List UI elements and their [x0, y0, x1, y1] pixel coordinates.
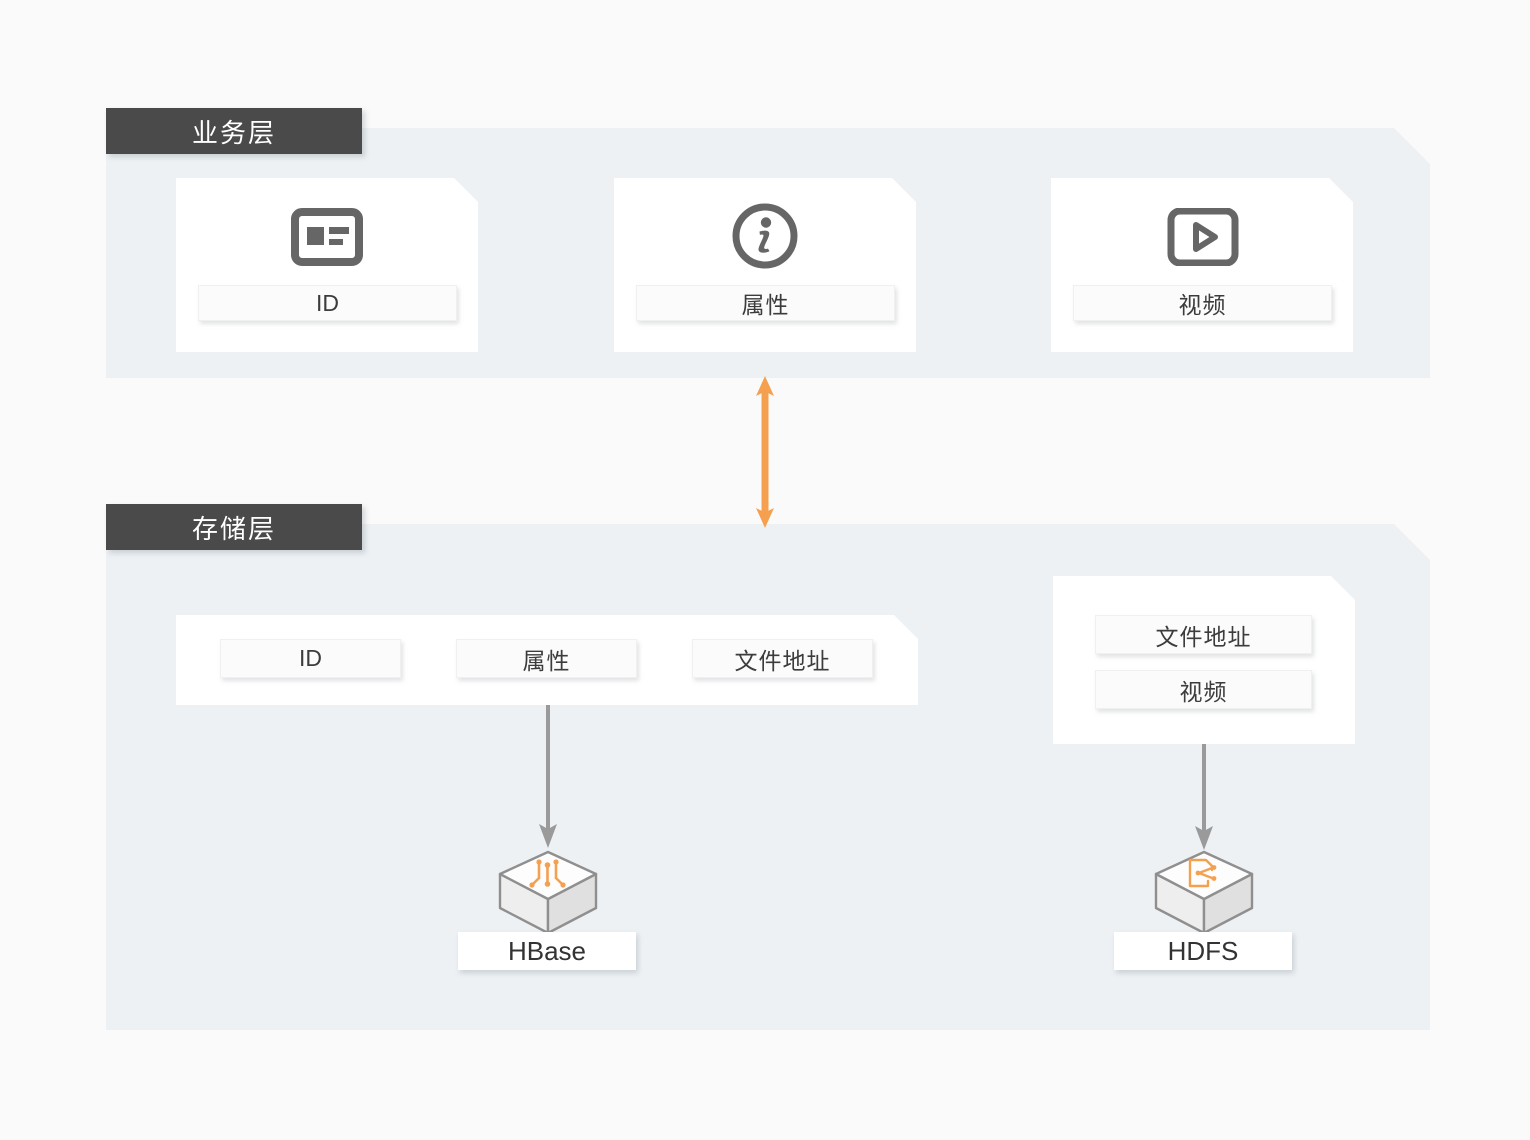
storage-chip-video-label: 视频 [1179, 678, 1228, 705]
hdfs-connector-arrow [1192, 740, 1216, 850]
hbase-cube-icon[interactable] [496, 850, 600, 936]
business-chip-attribute[interactable]: 属性 [636, 285, 895, 321]
video-play-icon [1163, 203, 1243, 271]
storage-chip-filepath-a-label: 文件地址 [734, 647, 831, 674]
storage-chip-attribute-label: 属性 [522, 647, 571, 674]
business-chip-attribute-label: 属性 [741, 292, 790, 318]
storage-layer-tab: 存储层 [106, 504, 362, 550]
info-circle-icon [728, 199, 802, 273]
business-chip-id-label: ID [316, 289, 339, 316]
storage-chip-filepath-a[interactable]: 文件地址 [692, 639, 873, 678]
hbase-node-label-text: HBase [507, 935, 587, 966]
layer-link-arrow [748, 376, 782, 528]
business-layer-tab: 业务层 [106, 108, 362, 154]
hdfs-node-label-text: HDFS [1167, 935, 1239, 966]
business-layer-tab-label: 业务层 [191, 117, 276, 148]
storage-layer-tab-label: 存储层 [191, 513, 276, 544]
hdfs-cube-icon[interactable] [1152, 850, 1256, 936]
hdfs-node-label[interactable]: HDFS [1114, 932, 1292, 970]
business-chip-video-label: 视频 [1178, 292, 1227, 318]
storage-chip-attribute[interactable]: 属性 [456, 639, 637, 678]
id-card-icon [287, 203, 367, 271]
business-chip-id[interactable]: ID [198, 285, 457, 321]
hbase-connector-arrow [536, 700, 560, 848]
storage-chip-id-label: ID [299, 645, 322, 671]
storage-chip-filepath-b-label: 文件地址 [1155, 623, 1252, 650]
storage-chip-filepath-b[interactable]: 文件地址 [1095, 615, 1312, 654]
storage-card-hdfs-fields[interactable] [1053, 576, 1355, 744]
business-chip-video[interactable]: 视频 [1073, 285, 1332, 321]
storage-chip-video[interactable]: 视频 [1095, 670, 1312, 709]
storage-chip-id[interactable]: ID [220, 639, 401, 678]
hbase-node-label[interactable]: HBase [458, 932, 636, 970]
